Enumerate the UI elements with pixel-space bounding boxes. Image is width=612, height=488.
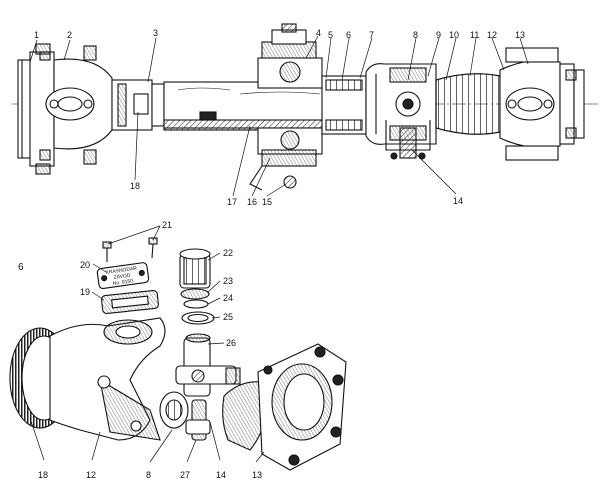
callout-14b: 14 — [216, 470, 226, 480]
callout-3: 3 — [153, 28, 158, 38]
bottom-callouts: 21 20 19 22 23 24 25 26 18 12 8 27 14 13 — [38, 220, 262, 480]
left-flange-yoke — [17, 43, 113, 175]
nameplate-line-2: ZAVOD — [113, 273, 131, 281]
callout-10: 10 — [449, 30, 459, 40]
nameplate-text: KRASNODAR ZAVOD No. 9150 — [105, 266, 138, 287]
callout-23: 23 — [223, 276, 233, 286]
splined-yoke — [9, 317, 166, 441]
gasket-plate — [101, 289, 159, 315]
bottom-leader-lines — [29, 225, 265, 463]
callout-5: 5 — [328, 30, 333, 40]
callout-18: 18 — [130, 181, 140, 191]
callout-19: 19 — [80, 287, 90, 297]
callout-4: 4 — [316, 28, 321, 38]
callout-21: 21 — [162, 220, 172, 230]
callout-12b: 12 — [86, 470, 96, 480]
top-leader-lines — [29, 35, 529, 197]
figure-label: 6 — [18, 262, 24, 273]
callout-13: 13 — [515, 30, 525, 40]
retainer-25 — [181, 311, 215, 325]
exploded-view — [9, 237, 347, 471]
nameplate — [96, 262, 150, 289]
nameplate-line-1: KRASNODAR — [105, 266, 138, 276]
callout-8: 8 — [413, 30, 418, 40]
callout-12: 12 — [487, 30, 497, 40]
callout-26: 26 — [226, 338, 236, 348]
callout-22: 22 — [223, 248, 233, 258]
spider-cross — [159, 333, 241, 441]
top-callouts: 1 2 3 4 5 6 7 8 9 10 11 12 13 14 15 16 1… — [34, 28, 525, 207]
callout-7: 7 — [369, 30, 374, 40]
callout-27: 27 — [180, 470, 190, 480]
callout-9: 9 — [436, 30, 441, 40]
sleeve-yoke — [111, 79, 165, 131]
callout-18b: 18 — [38, 470, 48, 480]
callout-14: 14 — [453, 196, 463, 206]
seal-ring-24 — [183, 299, 209, 309]
seal-ring-23 — [180, 288, 210, 300]
bolt-left — [102, 241, 112, 262]
callout-24: 24 — [223, 293, 233, 303]
spring-section — [321, 75, 367, 135]
callout-15: 15 — [262, 197, 272, 207]
intermediate-support — [249, 23, 323, 191]
callout-11: 11 — [470, 30, 479, 40]
callout-17: 17 — [227, 197, 237, 207]
callout-25: 25 — [223, 312, 233, 322]
bearing-cup — [179, 248, 211, 289]
nameplate-line-3: No. 9150 — [112, 278, 133, 287]
right-flange-yoke — [499, 47, 585, 161]
bolt-right — [148, 237, 158, 259]
callout-13b: 13 — [252, 470, 262, 480]
callout-2: 2 — [67, 30, 72, 40]
callout-8b: 8 — [146, 470, 151, 480]
assembled-shaft-view — [12, 23, 600, 191]
callout-6: 6 — [346, 30, 351, 40]
callout-16: 16 — [247, 197, 257, 207]
callout-20: 20 — [80, 260, 90, 270]
flange-yoke-13 — [222, 343, 347, 471]
center-ujoint — [365, 63, 437, 160]
rubber-boot — [435, 73, 501, 135]
callout-1: 1 — [34, 30, 39, 40]
